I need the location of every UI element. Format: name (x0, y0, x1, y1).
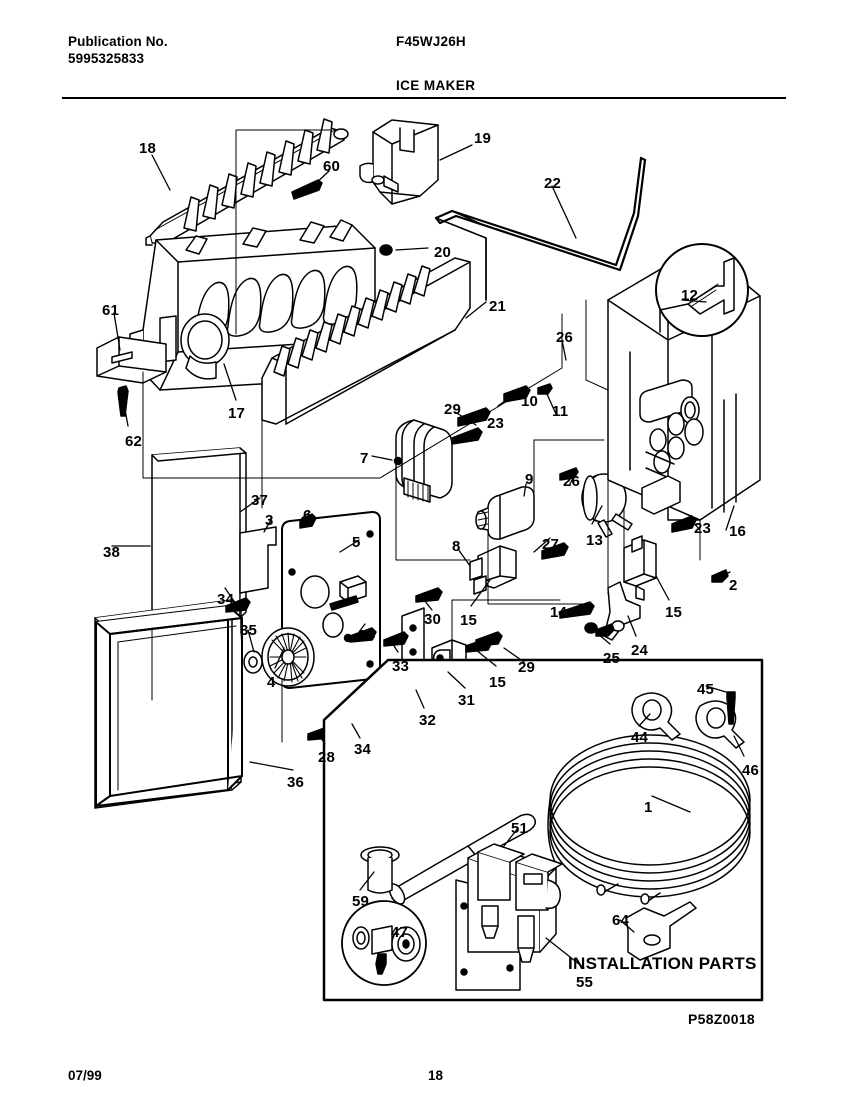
callout-47-compression-fitting: 47 (391, 924, 409, 941)
callout-44-tubing-clamp-a: 44 (631, 729, 649, 746)
callout-15-switch-lower-right: 15 (665, 604, 683, 621)
stripper-comb (261, 257, 471, 425)
callout-45-clamp-screw: 45 (697, 681, 715, 698)
ice-chute (359, 119, 439, 205)
callout-26-pin-upper: 26 (556, 329, 574, 346)
screw-bracket (117, 385, 129, 417)
footer-date: 07/99 (68, 1068, 102, 1083)
callout-17-ice-mold-body: 17 (228, 405, 246, 422)
callout-7-motor: 7 (360, 450, 369, 467)
switch-right (623, 535, 657, 601)
publication-block: Publication No. 5995325833 (68, 34, 168, 68)
callout-27-screw-switch: 27 (542, 536, 560, 553)
callout-36-ice-container: 36 (287, 774, 305, 791)
callout-10-shaft-pin: 10 (521, 393, 539, 410)
callout-60-pin-ejector: 60 (323, 158, 341, 175)
callout-1-water-tubing-coil: 1 (644, 799, 653, 816)
callout-29-screw-bracket-lower: 29 (518, 659, 536, 676)
callout-19-ice-chute: 19 (474, 130, 492, 147)
callout-46-tubing-clamp-b: 46 (742, 762, 760, 779)
compression-fitting (341, 900, 427, 986)
callout-22-bail-arm-wire: 22 (544, 175, 562, 192)
gear-bushing (243, 650, 263, 674)
callout-13-cam-wheel: 13 (586, 532, 604, 549)
callout-15-switch-lower-mid: 15 (489, 674, 507, 691)
water-tubing-coil (547, 734, 751, 905)
ice-container (95, 605, 243, 807)
callout-12-connector-detail: 12 (681, 287, 699, 304)
grommet (360, 846, 400, 894)
model-number: F45WJ26H (396, 34, 466, 49)
callout-62-screw-bracket: 62 (125, 433, 143, 450)
callout-11-clip-spring: 11 (552, 403, 569, 420)
switch-upper-left (469, 545, 517, 595)
publication-label: Publication No. (68, 34, 168, 49)
header-rule (62, 97, 786, 99)
callout-3-insulation-panel-small: 3 (265, 512, 274, 529)
pin-small (379, 244, 393, 256)
drawing-code: P58Z0018 (688, 1011, 756, 1027)
insulation-panel-small (239, 526, 277, 594)
leader-lines (111, 144, 745, 969)
pin-ejector (291, 179, 323, 200)
installation-parts-label: INSTALLATION PARTS (568, 954, 757, 973)
callout-2-screw-right: 2 (729, 577, 738, 594)
section-title: ICE MAKER (396, 78, 476, 93)
callout-34-screw-a: 34 (217, 591, 235, 608)
callout-38-side-insulation: 38 (103, 544, 121, 561)
callout-33-screw-side: 33 (392, 658, 410, 675)
callout-28-screw-plate-bottom: 28 (318, 749, 336, 766)
callout-55-water-valve-assembly: 55 (576, 974, 594, 991)
callout-34-screw-b: 34 (358, 627, 376, 644)
callout-15-switch-lower-left: 15 (460, 612, 478, 629)
drive-gear (261, 627, 315, 687)
tubing-clamp-a (631, 692, 681, 741)
callout-30-screw-switch-lower: 30 (424, 611, 442, 628)
callout-35-gear-bushing: 35 (240, 622, 258, 639)
ejector-blade-assembly (145, 118, 349, 246)
cam-wheel (581, 473, 633, 538)
callout-21-stripper-comb: 21 (489, 298, 507, 315)
callout-16-control-module-housing: 16 (729, 523, 747, 540)
mounting-clip (625, 901, 697, 961)
water-valve-assembly (455, 843, 563, 991)
callout-29-screw-motor: 29 (444, 401, 462, 418)
callout-14-lever-screw: 14 (550, 604, 568, 621)
callout-37-insulation-panel-large: 37 (251, 492, 269, 509)
callout-4-drive-gear: 4 (267, 674, 276, 691)
solenoid (475, 486, 535, 540)
publication-number: 5995325833 (68, 50, 145, 66)
callout-23-screw-module: 23 (694, 520, 712, 537)
callout-25-screw-lever: 25 (603, 650, 621, 667)
detail-circle (655, 243, 749, 337)
callout-6-screw-plate-top: 6 (303, 507, 312, 524)
clamp-screw (726, 691, 736, 725)
control-module-housing (607, 245, 761, 521)
mounting-bracket (96, 336, 167, 384)
motor (393, 419, 453, 503)
callout-31-retainer-clip: 31 (458, 692, 476, 709)
callout-32-mounting-strap: 32 (419, 712, 437, 729)
callout-20-pin-small: 20 (434, 244, 452, 261)
construction-lines (142, 129, 701, 743)
callout-9-solenoid: 9 (525, 471, 534, 488)
footer-page-number: 18 (428, 1068, 444, 1083)
callout-64-mounting-clip: 64 (612, 912, 630, 929)
callout-8-switch-bracket: 8 (452, 538, 461, 555)
callout-34-screw-c: 34 (354, 741, 372, 758)
callout-18-ejector-blade-assembly: 18 (139, 140, 157, 157)
callout-24-lever-arm: 24 (631, 642, 649, 659)
callout-51-insulation-sleeve: 51 (511, 820, 529, 837)
callout-61-mounting-bracket: 61 (102, 302, 120, 319)
callout-5-mounting-plate: 5 (352, 534, 361, 551)
callout-26-pin-lower: 26 (563, 473, 581, 490)
callout-59-grommet: 59 (352, 893, 370, 910)
callout-23-screw-center: 23 (487, 415, 505, 432)
